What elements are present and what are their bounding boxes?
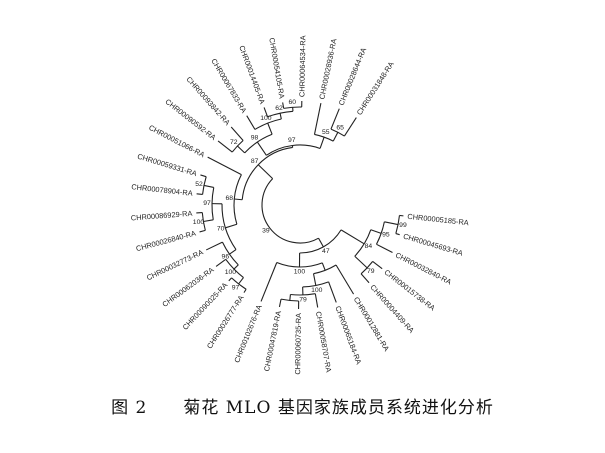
leaf-label: CHR00058707-RA	[314, 311, 333, 373]
branch-line	[340, 229, 365, 245]
branch-line	[279, 113, 282, 120]
leaf-label: CHR00005185-RA	[407, 212, 469, 227]
bootstrap-value: 87	[251, 158, 259, 165]
leaf-label: CHR00059331-RA	[136, 152, 198, 178]
bootstrap-value: 96	[222, 254, 230, 261]
bootstrap-value: 100	[193, 219, 205, 226]
phylogenetic-tree: 99 95 79 84 79 100 100 47 97 100 96 100 52 97 70 68 72 60…	[131, 35, 470, 374]
bootstrap-value: 72	[230, 139, 238, 146]
bootstrap-value: 97	[203, 200, 211, 207]
branch-line	[395, 233, 400, 236]
branch-line	[354, 255, 368, 269]
branch-line	[384, 221, 399, 226]
branch-line	[360, 273, 370, 284]
branch-line	[343, 117, 357, 137]
leaf-label: CHR00078904-RA	[131, 182, 193, 198]
branch-line	[319, 136, 325, 149]
leaf-label: CHR00065184-RA	[333, 305, 363, 366]
bootstrap-value: 100	[260, 115, 272, 122]
branch-line	[217, 140, 233, 153]
branch-arc	[276, 261, 323, 268]
branch-line	[282, 102, 285, 109]
branch-line	[243, 288, 247, 293]
branch-line	[370, 229, 382, 234]
branch-line	[215, 258, 227, 267]
bootstrap-value: 100	[311, 287, 323, 294]
leaf-label: CHR00031848-RA	[355, 60, 396, 117]
bootstrap-value: 60	[288, 99, 296, 106]
branch-line	[372, 260, 383, 270]
bootstrap-value: 100	[225, 269, 237, 276]
leaf-label: CHR00064534-RA	[297, 35, 307, 97]
bootstrap-value: 52	[195, 181, 203, 188]
bootstrap-value: 70	[217, 226, 225, 233]
tree-branches	[196, 101, 404, 309]
bootstrap-value: 79	[367, 268, 375, 275]
bootstrap-value: 97	[288, 137, 296, 144]
branch-line	[229, 249, 237, 255]
branch-line	[246, 115, 256, 130]
figure-caption: 图 2 菊花 MLO 基因家族成员系统进化分析	[111, 398, 494, 418]
bootstrap-value: 98	[251, 134, 259, 141]
branch-line	[318, 237, 324, 248]
leaf-label: CHR00102676-RA	[232, 303, 263, 364]
branch-line	[196, 193, 203, 195]
bootstrap-value: 79	[299, 296, 307, 303]
branch-line	[225, 223, 238, 229]
leaf-label: CHR00045693-RA	[402, 232, 464, 258]
bootstrap-value: 55	[322, 129, 330, 136]
branch-line	[330, 108, 340, 130]
leaf-label: CHR00047819-RA	[262, 310, 283, 372]
leaf-label: CHR00028936-RA	[317, 38, 338, 100]
branch-line	[257, 164, 274, 180]
leaf-label: CHR00026840-RA	[135, 229, 197, 254]
leaf-label: CHR00054105-RA	[267, 37, 286, 99]
bootstrap-value: 100	[294, 268, 306, 275]
branch-line	[260, 262, 278, 302]
bootstrap-value: 65	[336, 124, 344, 131]
branch-line	[199, 229, 206, 233]
bootstrap-value: 97	[232, 284, 240, 291]
branch-line	[203, 184, 214, 188]
branch-arc	[266, 144, 321, 156]
branch-line	[200, 174, 207, 178]
branch-line	[233, 264, 239, 270]
bootstrap-value: 39	[262, 228, 270, 235]
branch-line	[205, 241, 223, 251]
branch-line	[335, 264, 355, 295]
branch-arc	[261, 178, 319, 244]
branch-line	[228, 277, 232, 282]
branch-line	[321, 262, 326, 271]
branch-line	[314, 293, 319, 308]
bootstrap-value: 95	[382, 232, 390, 239]
bootstrap-value: 99	[399, 222, 407, 229]
branch-line	[278, 298, 282, 308]
leaf-label: CHR00014405-RA	[237, 44, 267, 105]
branch-line	[203, 219, 214, 223]
bootstrap-value: 84	[365, 243, 373, 250]
branch-line	[238, 277, 244, 285]
leaf-label: CHR00060735-RA	[293, 313, 303, 375]
branch-line	[230, 126, 244, 141]
branch-line	[237, 145, 246, 154]
bootstrap-value: 68	[226, 195, 234, 202]
bootstrap-value: 62	[275, 105, 283, 112]
branch-line	[267, 122, 273, 135]
branch-line	[263, 107, 269, 117]
branch-line	[312, 273, 317, 286]
branch-line	[256, 141, 267, 156]
branch-line	[313, 103, 322, 135]
branch-line	[332, 132, 339, 142]
bootstrap-values: 99 95 79 84 79 100 100 47 97 100 96 100 52 97 70 68 72 60…	[193, 99, 407, 304]
branch-line	[234, 198, 243, 201]
leaf-labels: CHR00005185-RACHR00045693-RACHR00032840-…	[131, 35, 470, 374]
branch-line	[289, 294, 291, 301]
leaf-label: CHR00086929-RA	[131, 209, 193, 223]
branch-line	[328, 281, 337, 303]
bootstrap-value: 47	[322, 248, 330, 255]
branch-line	[207, 156, 242, 176]
branch-line	[376, 243, 393, 254]
